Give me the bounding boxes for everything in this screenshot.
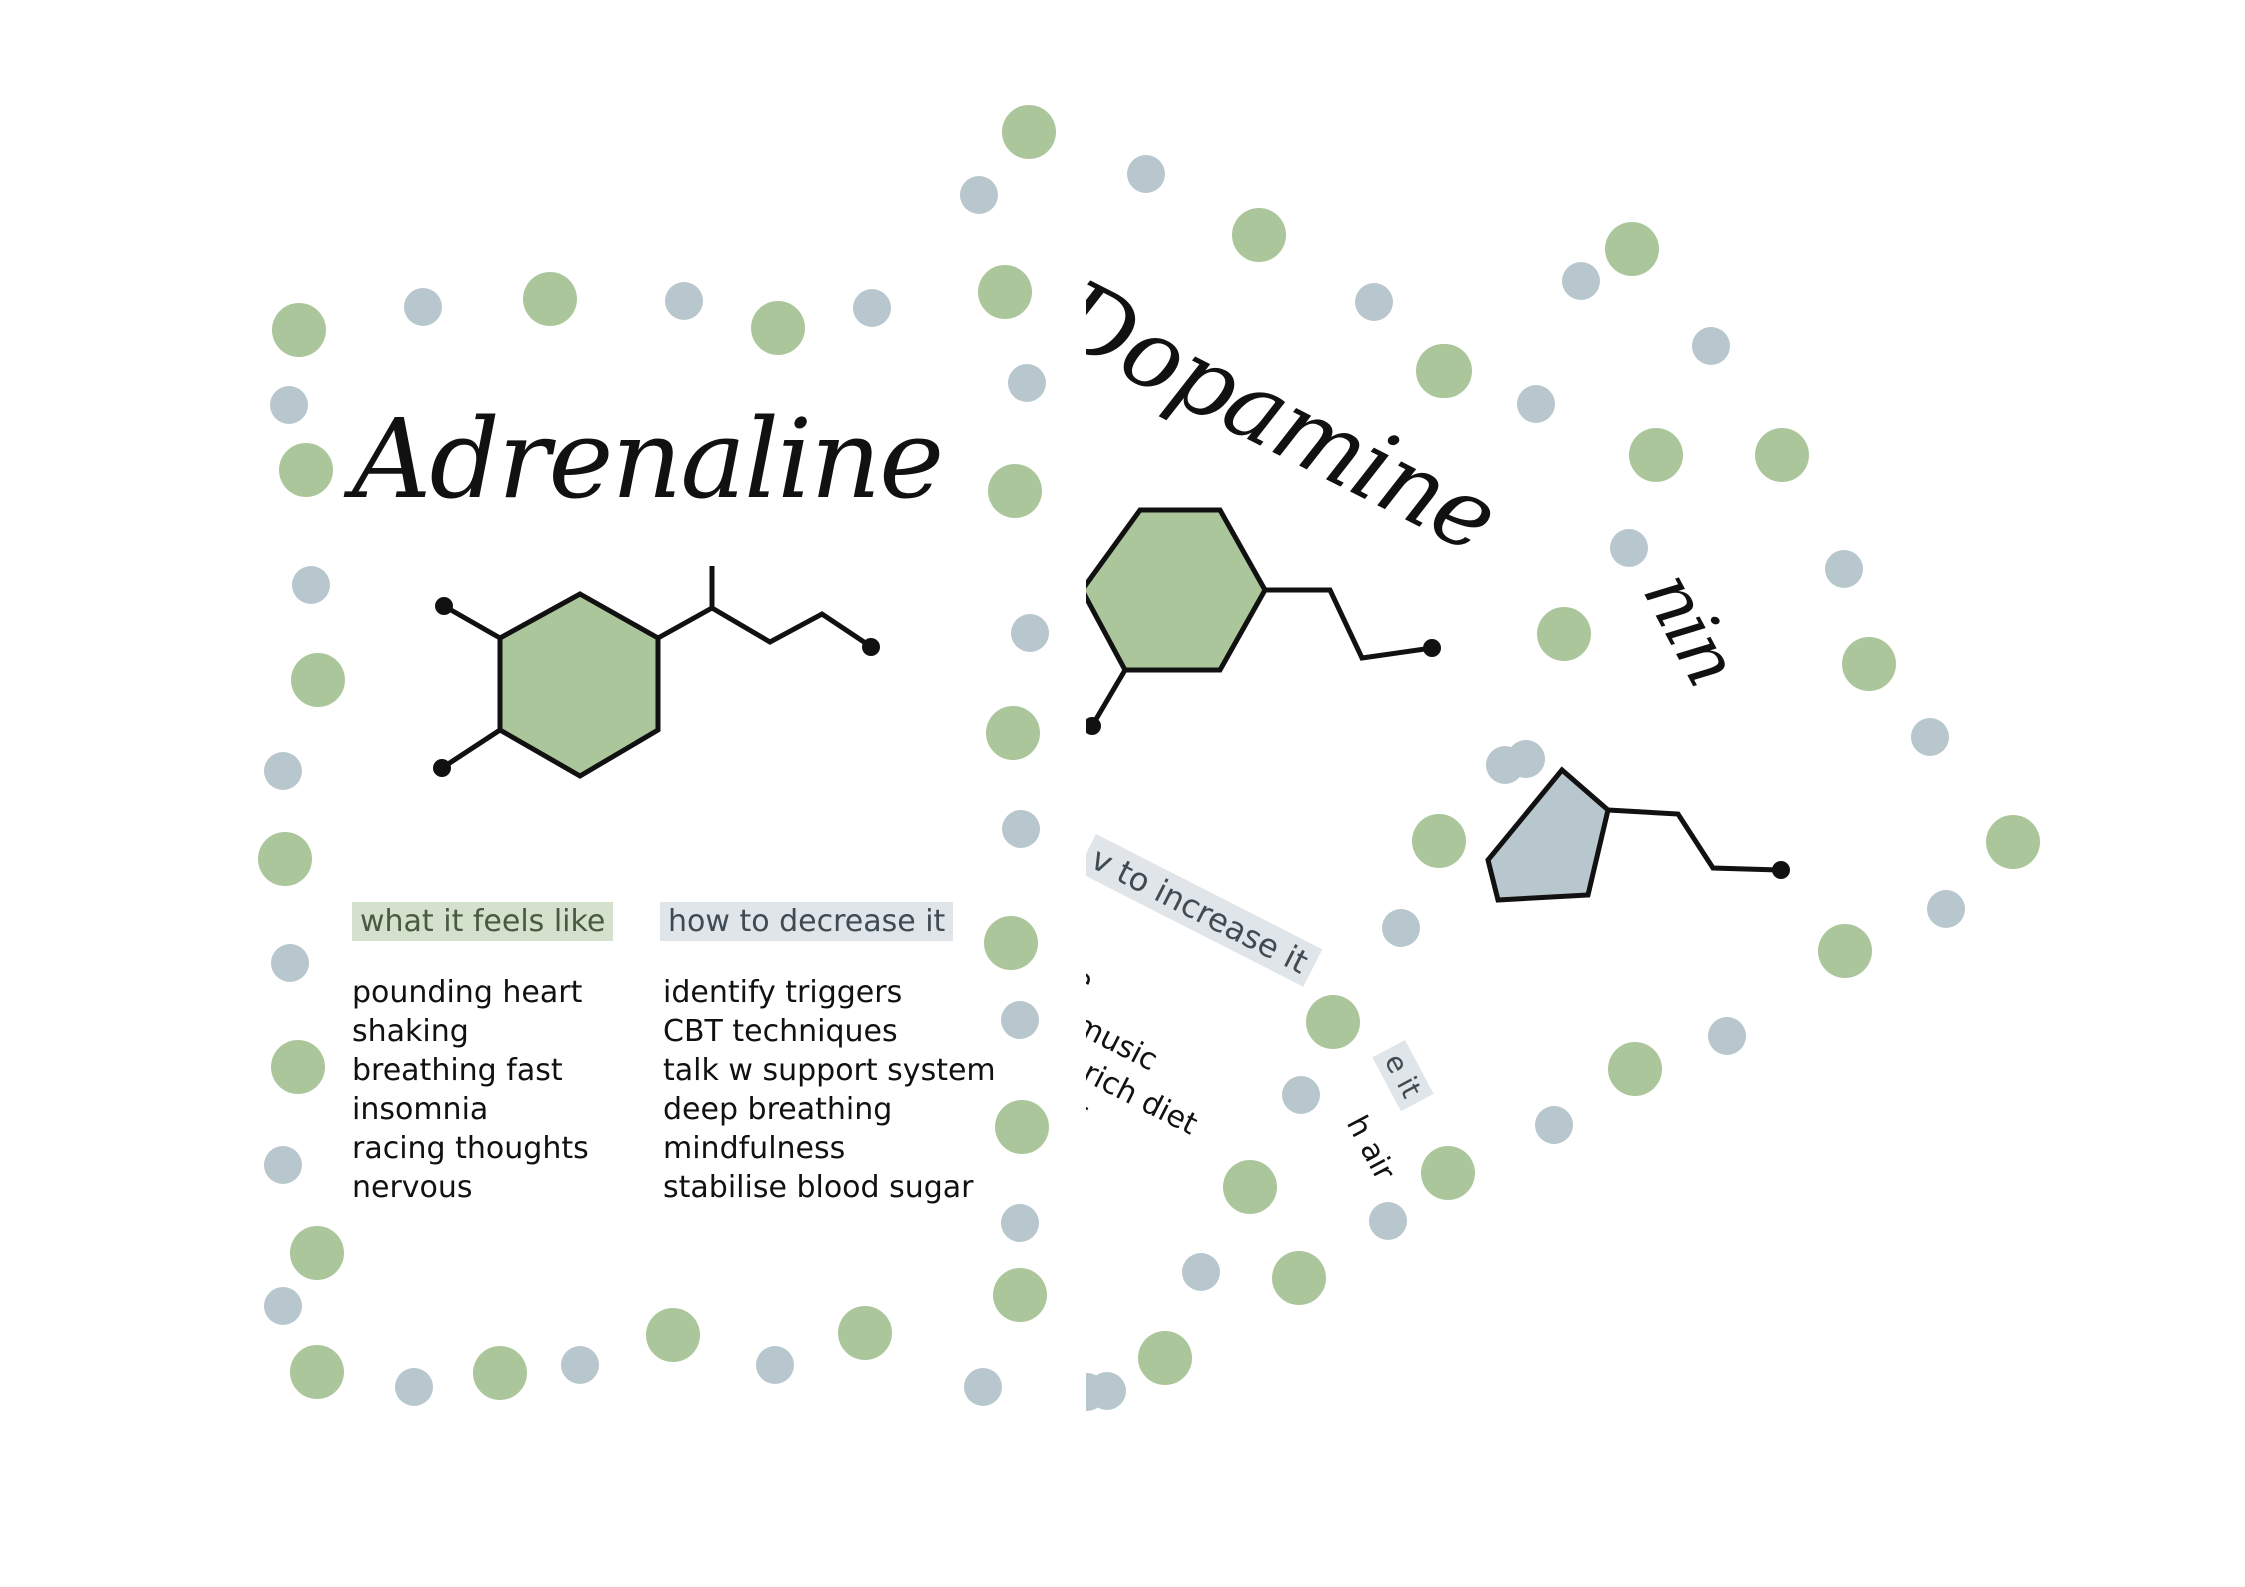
dot xyxy=(1629,428,1683,482)
dot xyxy=(264,1146,302,1184)
dot xyxy=(1535,1106,1573,1144)
dot xyxy=(1825,550,1863,588)
dot xyxy=(291,653,345,707)
dot xyxy=(1416,344,1470,398)
dot xyxy=(264,1287,302,1325)
dot xyxy=(271,1040,325,1094)
dot xyxy=(838,1306,892,1360)
dot xyxy=(1755,428,1809,482)
feels-list: pounding heart shaking breathing fast in… xyxy=(352,973,589,1207)
molecule-ring xyxy=(1485,766,1611,903)
dot xyxy=(1610,529,1648,567)
dot xyxy=(1182,1253,1220,1291)
list-item: deep breathing xyxy=(663,1092,893,1127)
dopamine-card-molecule xyxy=(1079,507,1441,735)
list-item: pounding heart xyxy=(352,975,583,1010)
dot xyxy=(561,1346,599,1384)
dot xyxy=(993,1268,1047,1322)
dot xyxy=(1306,995,1360,1049)
list-item: CBT techniques xyxy=(663,1014,898,1049)
dot xyxy=(1369,1202,1407,1240)
dot xyxy=(1562,262,1600,300)
dot xyxy=(1421,1146,1475,1200)
dot xyxy=(1927,890,1965,928)
dot xyxy=(1138,1331,1192,1385)
dot xyxy=(1355,283,1393,321)
dot xyxy=(395,1368,433,1406)
list-item: stabilise blood sugar xyxy=(663,1170,974,1205)
dot xyxy=(270,386,308,424)
dot xyxy=(1842,637,1896,691)
dot xyxy=(1818,924,1872,978)
dot xyxy=(978,265,1032,319)
molecule-ring xyxy=(1079,507,1268,673)
dot xyxy=(1127,155,1165,193)
list-item: insomnia xyxy=(352,1092,489,1127)
dot xyxy=(988,464,1042,518)
adrenaline-card xyxy=(0,240,1086,1440)
dot xyxy=(292,566,330,604)
dot xyxy=(1986,815,2040,869)
dot xyxy=(290,1226,344,1280)
list-item: shaking xyxy=(352,1014,469,1049)
dot xyxy=(1692,327,1730,365)
card-edge xyxy=(1461,290,1529,364)
dot xyxy=(290,1345,344,1399)
dot xyxy=(964,1368,1002,1406)
adrenaline-card-molecule xyxy=(433,566,880,779)
dot xyxy=(1011,614,1049,652)
dot xyxy=(984,916,1038,970)
dot xyxy=(1708,1017,1746,1055)
decrease-list: identify triggers CBT techniques talk w … xyxy=(663,973,996,1207)
list-item: breathing fast xyxy=(352,1053,563,1088)
dot xyxy=(756,1346,794,1384)
dot xyxy=(272,303,326,357)
list-item: mindfulness xyxy=(663,1131,846,1166)
dot xyxy=(1911,718,1949,756)
dot xyxy=(1223,1160,1277,1214)
molecule-ring xyxy=(497,591,661,779)
dot xyxy=(523,272,577,326)
dot xyxy=(1001,1001,1039,1039)
dot xyxy=(1282,1076,1320,1114)
dot xyxy=(1002,810,1040,848)
dot xyxy=(1608,1042,1662,1096)
decrease-heading: how to decrease it xyxy=(660,902,954,941)
dot xyxy=(1507,740,1545,778)
dot xyxy=(853,289,891,327)
dot xyxy=(1412,814,1466,868)
dot xyxy=(1517,385,1555,423)
dot xyxy=(271,944,309,982)
dot xyxy=(279,443,333,497)
dot xyxy=(1382,909,1420,947)
list-item: talk w support system xyxy=(663,1053,996,1088)
feels-heading: what it feels like xyxy=(352,902,614,941)
dot xyxy=(1008,364,1046,402)
dot xyxy=(258,832,312,886)
dot xyxy=(1001,1204,1039,1242)
dot xyxy=(473,1346,527,1400)
adrenaline-card-title: Adrenaline xyxy=(352,395,944,523)
dopamine-card-heading: v to increase it xyxy=(1076,834,1323,987)
list-item: racing thoughts xyxy=(352,1131,589,1166)
dot xyxy=(404,288,442,326)
third-card-heading-fragment: e it xyxy=(1372,1040,1434,1112)
third-card-molecule xyxy=(1485,766,1790,903)
list-item: nervous xyxy=(352,1170,473,1205)
dot xyxy=(1605,222,1659,276)
dot xyxy=(646,1308,700,1362)
dot xyxy=(986,706,1040,760)
dot xyxy=(665,282,703,320)
dot xyxy=(960,176,998,214)
third-card-title: nin xyxy=(1626,558,1756,699)
third-card-item-fragment: h air xyxy=(1339,1110,1402,1187)
list-item: identify triggers xyxy=(663,975,903,1010)
dot xyxy=(1537,607,1591,661)
dot xyxy=(751,301,805,355)
dot xyxy=(1002,105,1056,159)
dot xyxy=(1272,1251,1326,1305)
dot xyxy=(1232,208,1286,262)
dot xyxy=(995,1100,1049,1154)
dot xyxy=(264,752,302,790)
